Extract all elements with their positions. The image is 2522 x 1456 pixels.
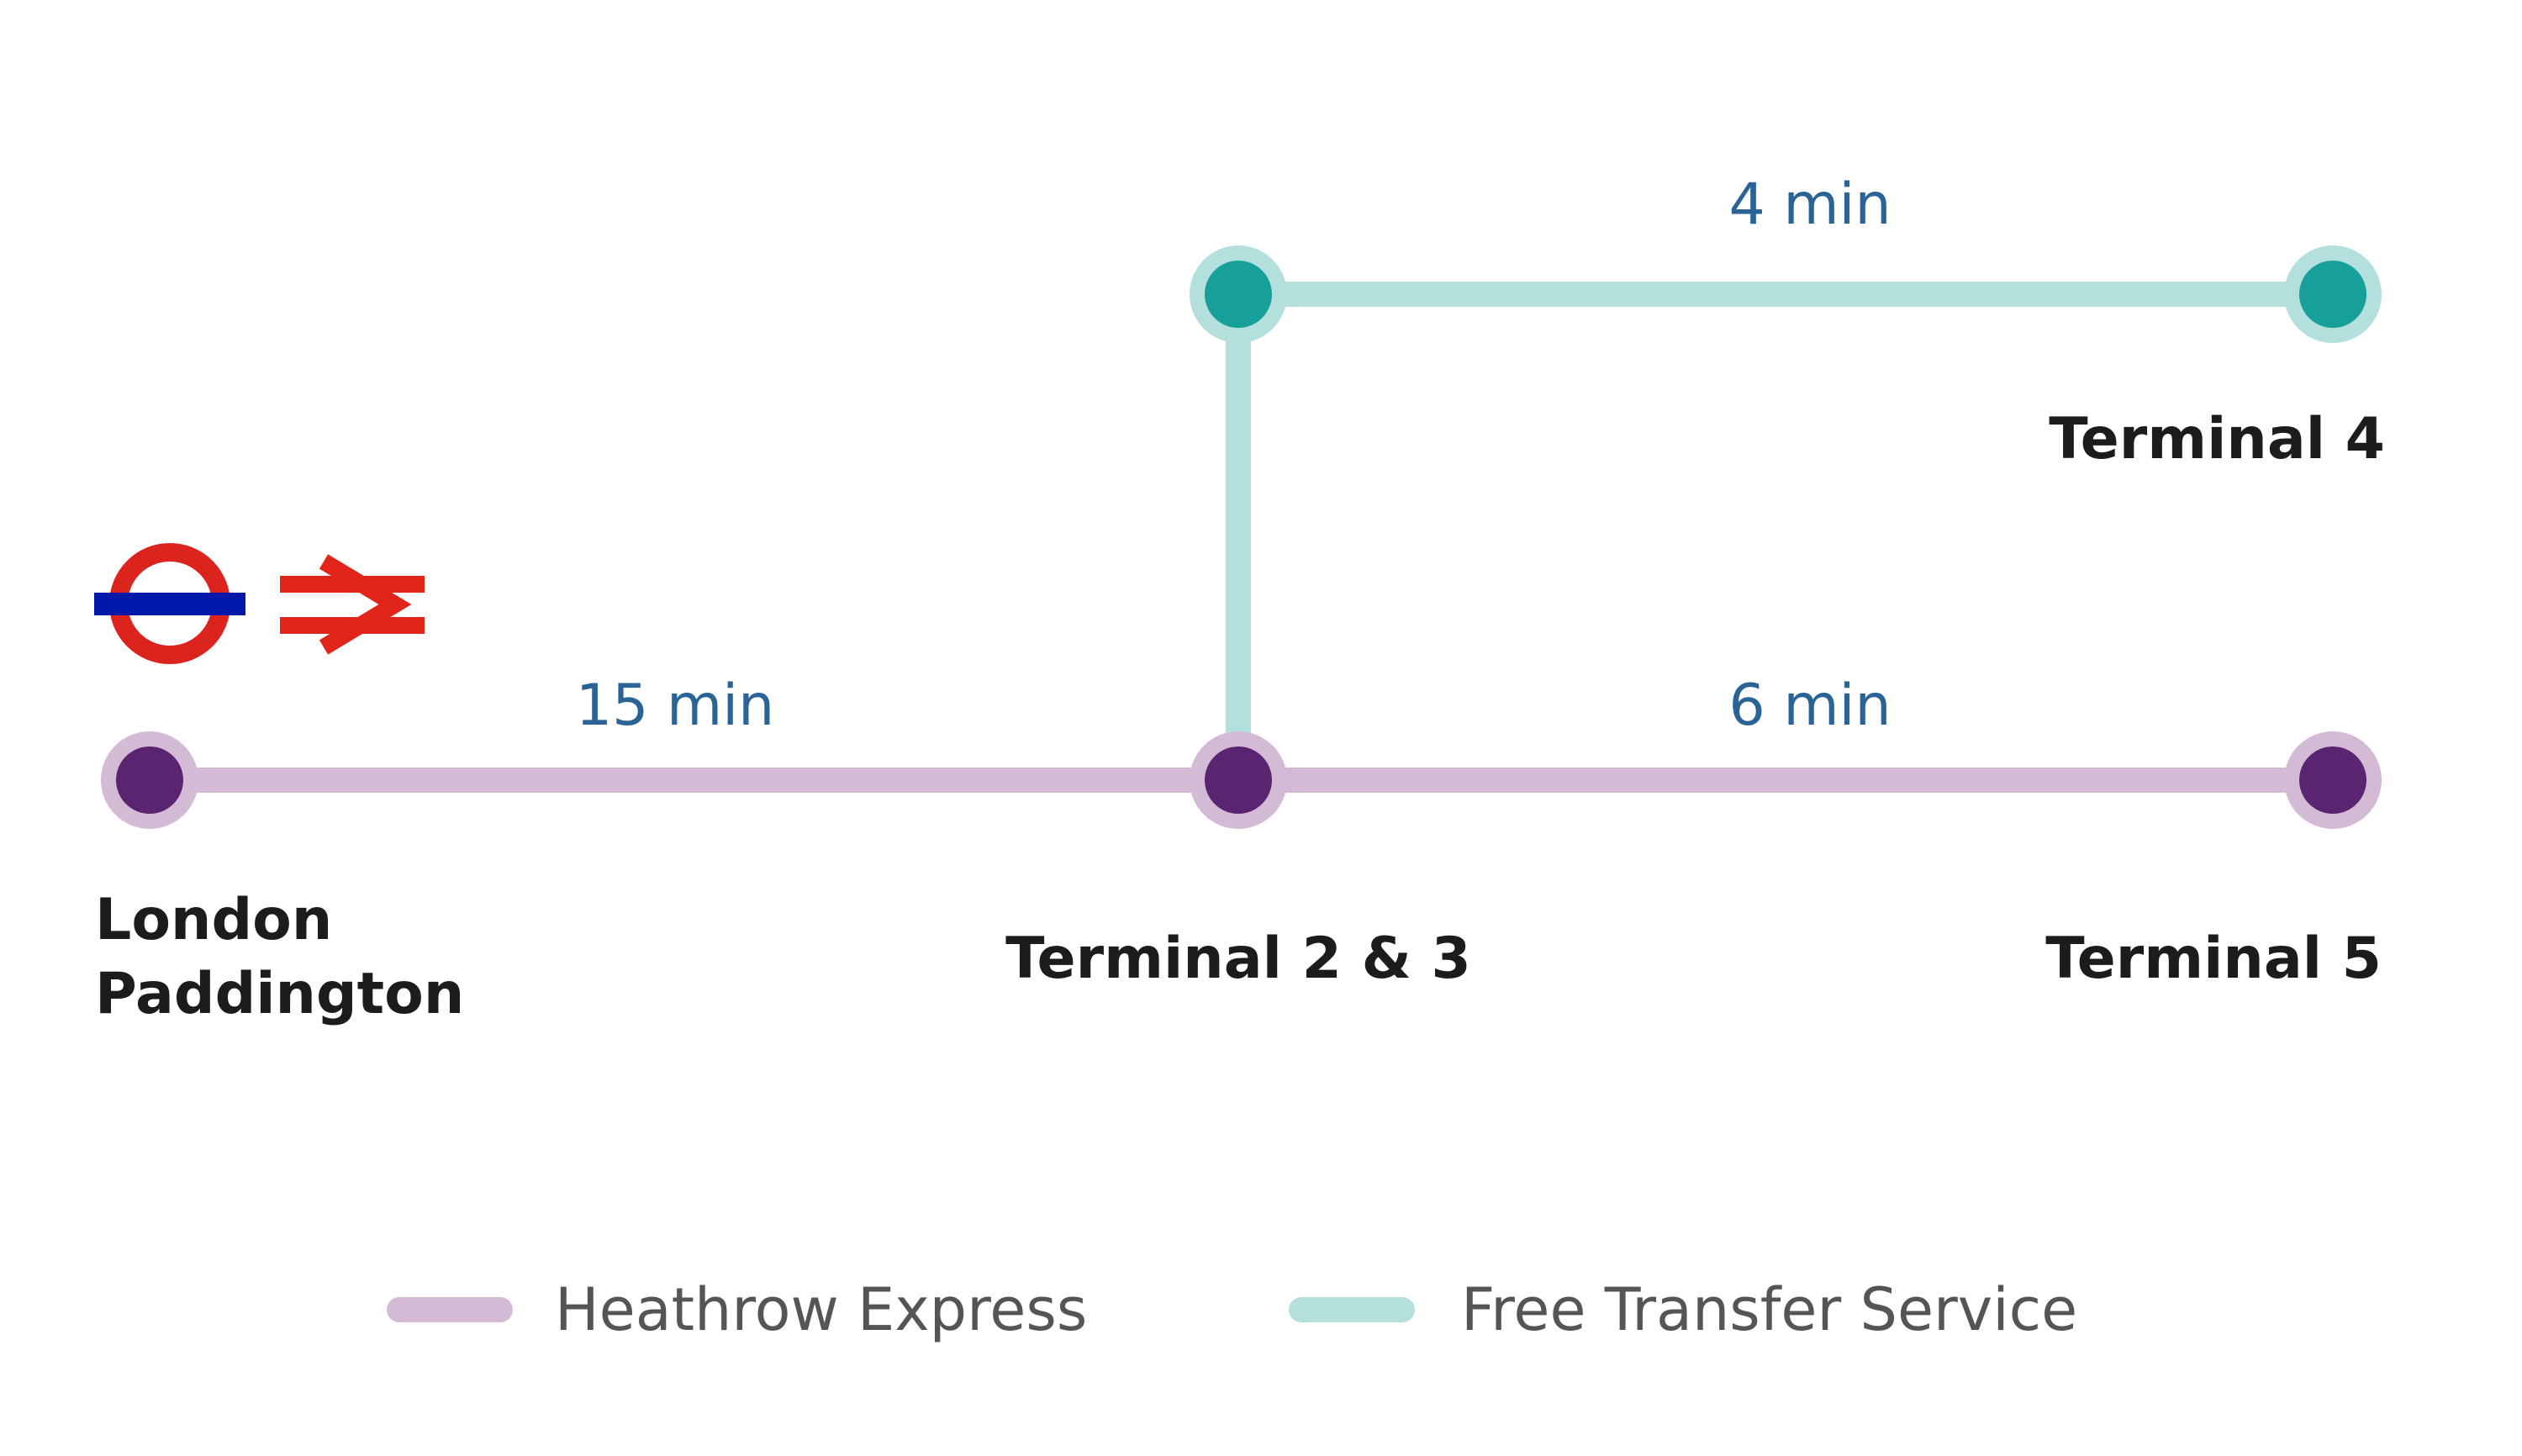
legend: Heathrow Express Free Transfer Service xyxy=(387,1275,2077,1344)
station-node-terminal-4[interactable] xyxy=(2284,245,2382,343)
station-label-terminal-2-3: Terminal 2 & 3 xyxy=(1005,926,1471,992)
station-label-terminal-4: Terminal 4 xyxy=(2049,406,2385,472)
time-label-paddington-t23: 15 min xyxy=(576,673,774,739)
station-node-terminal-2-3[interactable] xyxy=(1190,731,1287,829)
station-label-paddington-line1: London xyxy=(95,887,332,953)
station-node-terminal-2-3-transfer[interactable] xyxy=(1190,245,1287,343)
national-rail-double-arrow-icon xyxy=(280,554,425,655)
time-label-t23-t4: 4 min xyxy=(1728,171,1891,238)
station-label-paddington-line2: Paddington xyxy=(95,961,464,1027)
legend-label-free-transfer: Free Transfer Service xyxy=(1461,1275,2077,1344)
station-node-terminal-5[interactable] xyxy=(2284,731,2382,829)
station-label-terminal-5: Terminal 5 xyxy=(2045,926,2382,992)
time-label-t23-t5: 6 min xyxy=(1728,673,1891,739)
station-node-paddington[interactable] xyxy=(101,731,198,829)
legend-label-heathrow-express: Heathrow Express xyxy=(555,1275,1087,1344)
london-underground-roundel-icon xyxy=(94,543,245,664)
